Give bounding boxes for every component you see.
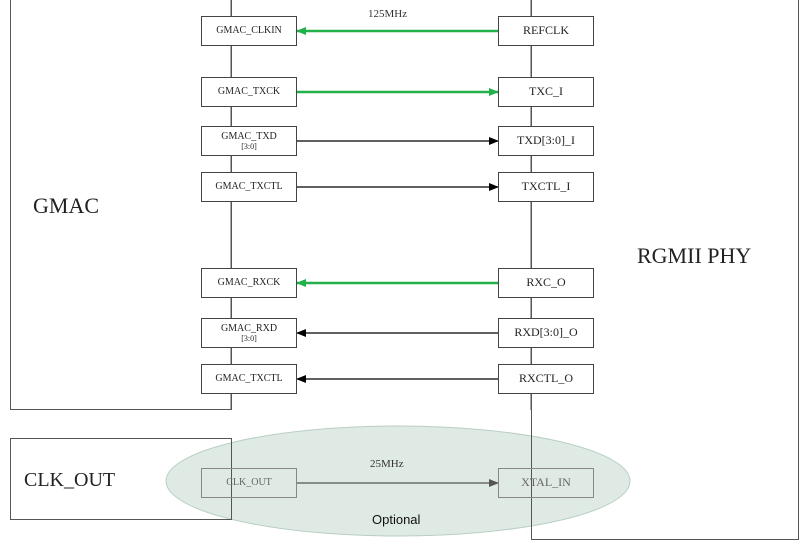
optional-region [165,425,631,537]
gmac-txck-pin: GMAC_TXCK [201,77,297,107]
txctl-i-pin: TXCTL_I [498,172,594,202]
clk-out-pin: CLK_OUT [201,468,297,498]
txc-i-pin: TXC_I [498,77,594,107]
gmac-rxd-pin-bits: [3:0] [241,334,257,344]
gmac-rxctl-pin: GMAC_TXCTL [201,364,297,394]
xtal-in-pin: XTAL_IN [498,468,594,498]
optional-label: Optional [372,512,421,527]
gmac-block-label: GMAC [33,193,100,218]
freq-125mhz-label: 125MHz [368,8,408,20]
freq-25mhz-label: 25MHz [370,458,404,470]
rxctl-o-pin: RXCTL_O [498,364,594,394]
txd-i-pin: TXD[3:0]_I [498,126,594,156]
rxd-o-pin: RXD[3:0]_O [498,318,594,348]
rgmii-phy-block-label: RGMII PHY [637,243,752,268]
gmac-rxd-pin-label: GMAC_RXD [220,322,278,334]
gmac-txd-pin-bits: [3:0] [241,142,257,152]
gmac-clkin-pin: GMAC_CLKIN [201,16,297,46]
gmac-txctl-pin: GMAC_TXCTL [201,172,297,202]
gmac-txd-pin-label: GMAC_TXD [221,130,277,142]
gmac-txd-pin: GMAC_TXD [3:0] [201,126,297,156]
refclk-pin: REFCLK [498,16,594,46]
gmac-block [10,0,232,410]
rxc-o-pin: RXC_O [498,268,594,298]
clk-out-block-label: CLK_OUT [24,469,116,491]
gmac-rxck-pin: GMAC_RXCK [201,268,297,298]
gmac-rxd-pin: GMAC_RXD [3:0] [201,318,297,348]
clk-out-block [10,438,232,520]
